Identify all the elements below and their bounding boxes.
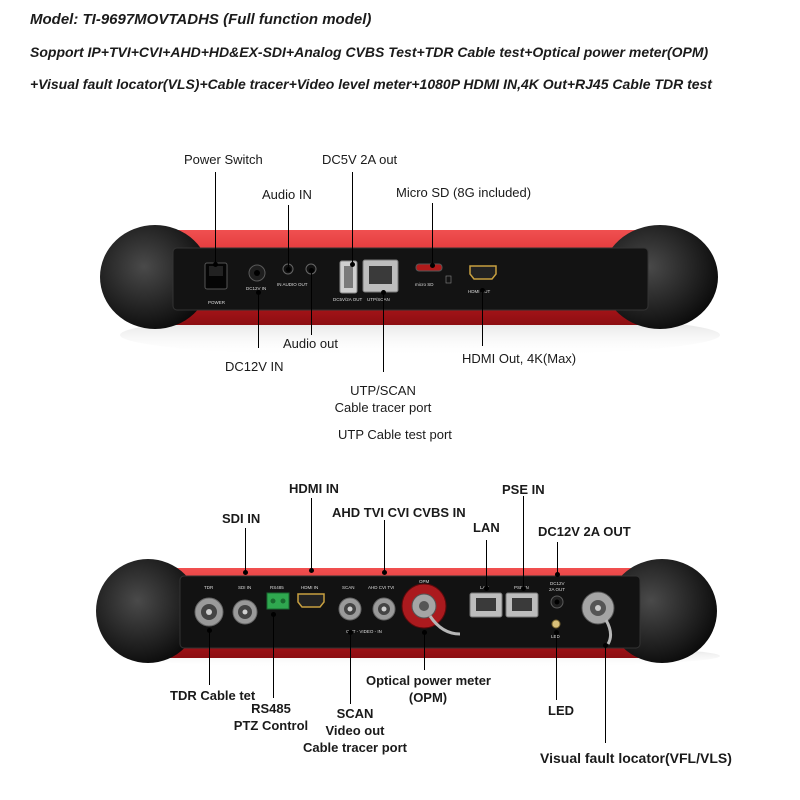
pse-in-label: PSE IN (502, 482, 545, 497)
model-title: Model: TI-9697MOVTADHS (Full function mo… (30, 11, 372, 28)
vfl-label: Visual fault locator(VFL/VLS) (540, 750, 732, 766)
sdi-in-label: SDI IN (222, 511, 261, 526)
rs485-terminal (266, 592, 290, 610)
svg-text:SCAN: SCAN (342, 585, 355, 590)
power-print: POWER (208, 300, 226, 305)
hdmi-out-label: HDMI Out, 4K(Max) (462, 351, 577, 366)
hdmi-print: HDMI OUT (468, 289, 490, 294)
utp-cable-test-label: UTP Cable test port (338, 427, 452, 442)
usb-print: DC5V/2A OUT (333, 297, 363, 302)
svg-text:2A OUT: 2A OUT (549, 587, 565, 592)
svg-text:SDI IN: SDI IN (238, 585, 251, 590)
dc5v-label: DC5V 2A out (322, 152, 398, 167)
scan-label: SCAN Video out Cable tracer port (302, 706, 408, 755)
svg-text:OUT - VIDEO - IN: OUT - VIDEO - IN (346, 629, 382, 634)
lan-label: LAN (473, 520, 500, 535)
feature-line-1: Sopport IP+TVI+CVI+AHD+HD&EX-SDI+Analog … (30, 44, 709, 60)
audio-print: IN AUDIO OUT (277, 282, 308, 287)
left-bumper-b (96, 559, 200, 663)
svg-text:OPM: OPM (419, 579, 430, 584)
audio-in-label: Audio IN (262, 187, 312, 202)
hdmi-in-port (297, 593, 325, 608)
led (551, 619, 561, 629)
bottom-device: TDR SDI IN RS485 HDMI IN SCAN AHD CVI TV… (96, 559, 720, 668)
power-switch-label: Power Switch (184, 152, 263, 167)
svg-text:DC12V: DC12V (550, 581, 565, 586)
led-label: LED (548, 703, 574, 718)
svg-text:LED: LED (551, 634, 561, 639)
microsd-slot (415, 263, 443, 272)
feature-line-2: +Visual fault locator(VLS)+Cable tracer+… (30, 76, 712, 92)
svg-text:TDR: TDR (204, 585, 214, 590)
hdmi-in-label: HDMI IN (289, 481, 339, 496)
audio-out-label: Audio out (283, 336, 338, 351)
dc12v-print: DC12V IN (246, 286, 266, 291)
tdr-label: TDR Cable tet (170, 688, 256, 703)
utp-scan-label: UTP/SCAN Cable tracer port (334, 383, 432, 415)
utp-print: UTP/SCAN (367, 297, 390, 302)
microsd-label: Micro SD (8G included) (396, 185, 532, 200)
svg-text:HDMI IN: HDMI IN (301, 585, 318, 590)
dc12v-in-label: DC12V IN (225, 359, 284, 374)
svg-text:AHD CVI TVI: AHD CVI TVI (368, 585, 394, 590)
hdmi-out-port (469, 265, 497, 280)
rs485-label: RS485 PTZ Control (233, 701, 309, 733)
svg-text:RS485: RS485 (270, 585, 284, 590)
dc12v-out-label: DC12V 2A OUT (538, 524, 631, 539)
sd-print: micro SD (415, 282, 434, 287)
opm-label: Optical power meter (OPM) (366, 673, 491, 705)
ahd-label: AHD TVI CVI CVBS IN (332, 505, 466, 520)
